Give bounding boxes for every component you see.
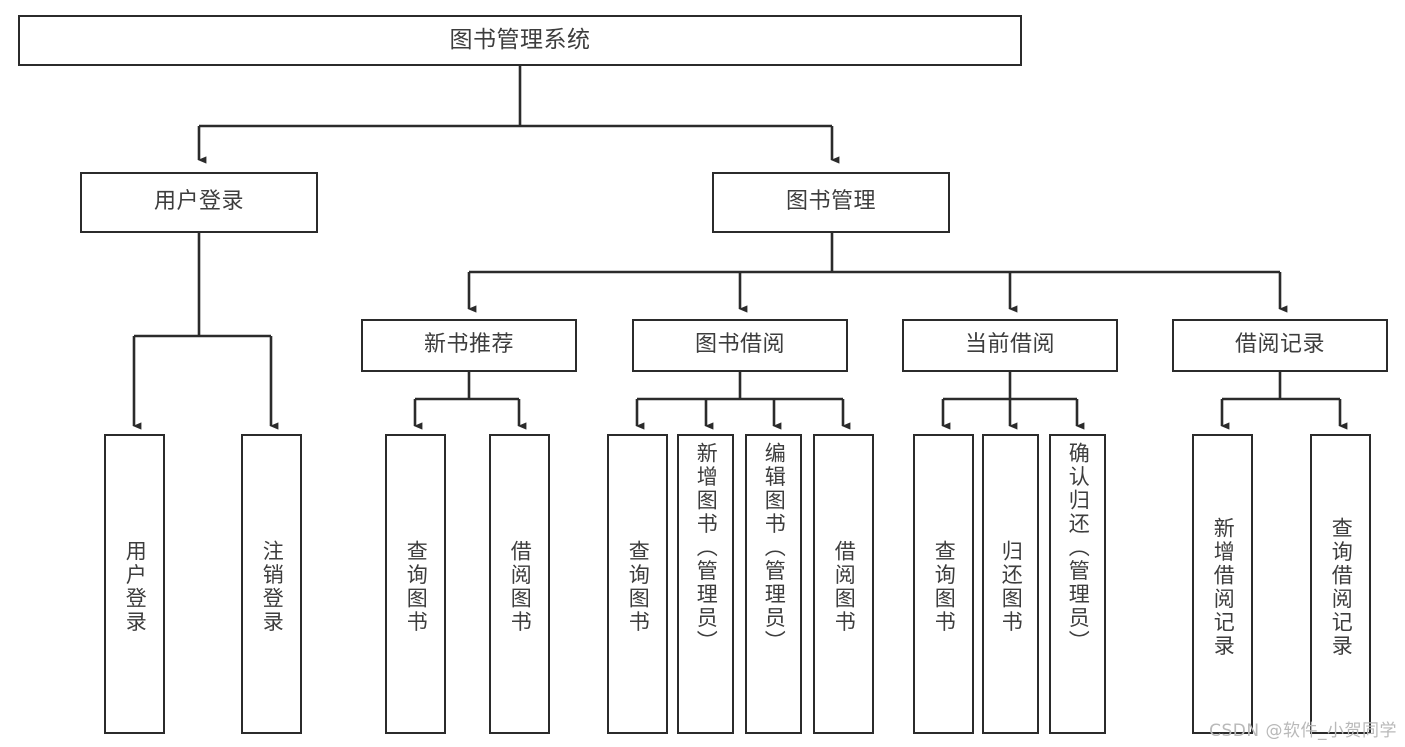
node-label: 编辑图书（管理员） [762, 442, 787, 654]
node-leaf-borrow-book-2[interactable]: 借阅图书 [813, 434, 874, 734]
node-label: 确认归还（管理员） [1066, 442, 1091, 654]
node-label: 当前借阅 [964, 332, 1055, 358]
node-leaf-query-record[interactable]: 查询借阅记录 [1310, 434, 1371, 734]
node-book-manage[interactable]: 图书管理 [712, 172, 950, 233]
node-label: 图书管理系统 [449, 26, 591, 53]
node-label: 借阅图书 [508, 540, 533, 634]
node-label: 查询借阅记录 [1329, 516, 1354, 658]
node-label: 查询图书 [932, 540, 957, 634]
node-leaf-borrow-book-1[interactable]: 借阅图书 [489, 434, 550, 734]
node-leaf-query-book-3[interactable]: 查询图书 [913, 434, 974, 734]
node-label: 新增借阅记录 [1211, 516, 1236, 658]
node-book-borrow[interactable]: 图书借阅 [632, 319, 848, 372]
node-root-book-management-system[interactable]: 图书管理系统 [18, 15, 1022, 66]
node-borrow-record[interactable]: 借阅记录 [1172, 319, 1388, 372]
node-label: 图书借阅 [694, 332, 785, 358]
node-label: 查询图书 [626, 540, 651, 634]
node-label: 新书推荐 [423, 332, 514, 358]
node-current-borrow[interactable]: 当前借阅 [902, 319, 1118, 372]
node-leaf-query-book-1[interactable]: 查询图书 [385, 434, 446, 734]
node-user-login[interactable]: 用户登录 [80, 172, 318, 233]
watermark-text: CSDN @软件_小贺同学 [1209, 721, 1397, 741]
node-leaf-add-book[interactable]: 新增图书（管理员） [677, 434, 734, 734]
node-leaf-return-book[interactable]: 归还图书 [982, 434, 1039, 734]
node-label: 注销登录 [260, 540, 285, 634]
node-label: 查询图书 [404, 540, 429, 634]
node-new-book-recommend[interactable]: 新书推荐 [361, 319, 577, 372]
node-leaf-confirm-return[interactable]: 确认归还（管理员） [1049, 434, 1106, 734]
node-label: 归还图书 [999, 540, 1024, 634]
node-label: 用户登录 [153, 189, 244, 215]
node-leaf-add-record[interactable]: 新增借阅记录 [1192, 434, 1253, 734]
node-leaf-user-logout[interactable]: 注销登录 [241, 434, 302, 734]
node-label: 新增图书（管理员） [694, 442, 719, 654]
node-label: 用户登录 [123, 540, 148, 634]
node-label: 借阅记录 [1234, 332, 1325, 358]
node-label: 图书管理 [785, 189, 876, 215]
node-leaf-edit-book[interactable]: 编辑图书（管理员） [745, 434, 802, 734]
node-leaf-query-book-2[interactable]: 查询图书 [607, 434, 668, 734]
node-label: 借阅图书 [832, 540, 857, 634]
node-leaf-user-login[interactable]: 用户登录 [104, 434, 165, 734]
